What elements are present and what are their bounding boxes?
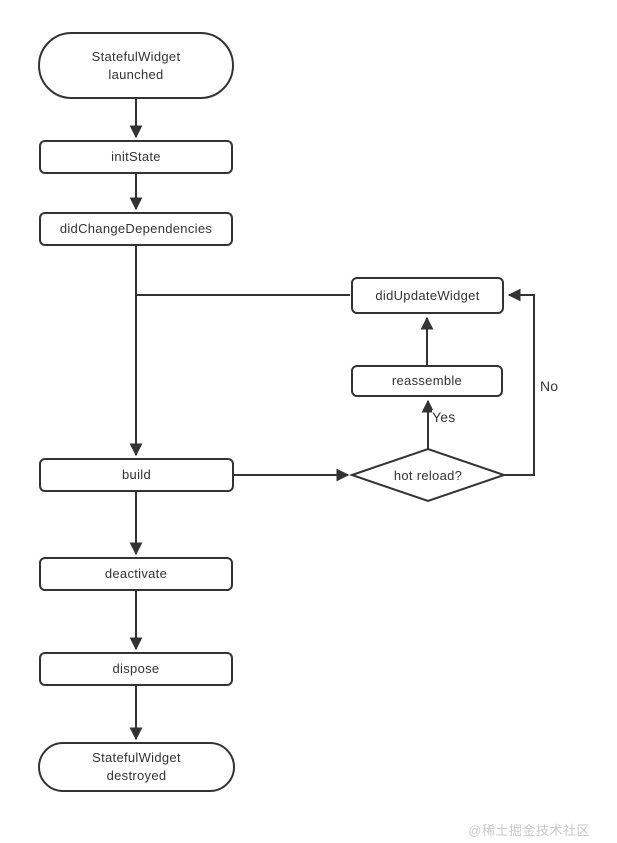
node-statefulwidget-destroyed: StatefulWidget destroyed <box>38 742 235 792</box>
node-build: build <box>39 458 234 492</box>
node-hot-reload-decision: hot reload? <box>352 449 504 501</box>
hot-reload-diamond-shape <box>348 447 508 503</box>
node-initstate: initState <box>39 140 233 174</box>
node-label: destroyed <box>106 768 167 783</box>
edge-label-yes: Yes <box>432 409 456 425</box>
node-label: reassemble <box>391 373 463 389</box>
node-label: didChangeDependencies <box>59 221 213 237</box>
node-label: dispose <box>112 661 160 677</box>
node-reassemble: reassemble <box>351 365 503 397</box>
node-label: initState <box>111 149 161 165</box>
node-statefulwidget-launched: StatefulWidget launched <box>38 32 234 99</box>
node-label: didUpdateWidget <box>375 287 480 303</box>
edge-label-no: No <box>540 378 559 394</box>
node-label: StatefulWidget <box>91 48 181 64</box>
node-label: launched <box>108 66 164 82</box>
node-didchangedependencies: didChangeDependencies <box>39 212 233 246</box>
node-didupdatewidget: didUpdateWidget <box>351 277 504 314</box>
node-label: build <box>122 467 151 483</box>
node-label: StatefulWidget <box>92 750 181 766</box>
node-dispose: dispose <box>39 652 233 686</box>
edge-hotreload-to-didupdatewidget-no <box>504 288 535 476</box>
watermark-text: @稀土掘金技术社区 <box>468 823 590 838</box>
node-deactivate: deactivate <box>39 557 233 591</box>
node-label: deactivate <box>104 566 168 582</box>
node-label: hot reload? <box>393 467 463 483</box>
